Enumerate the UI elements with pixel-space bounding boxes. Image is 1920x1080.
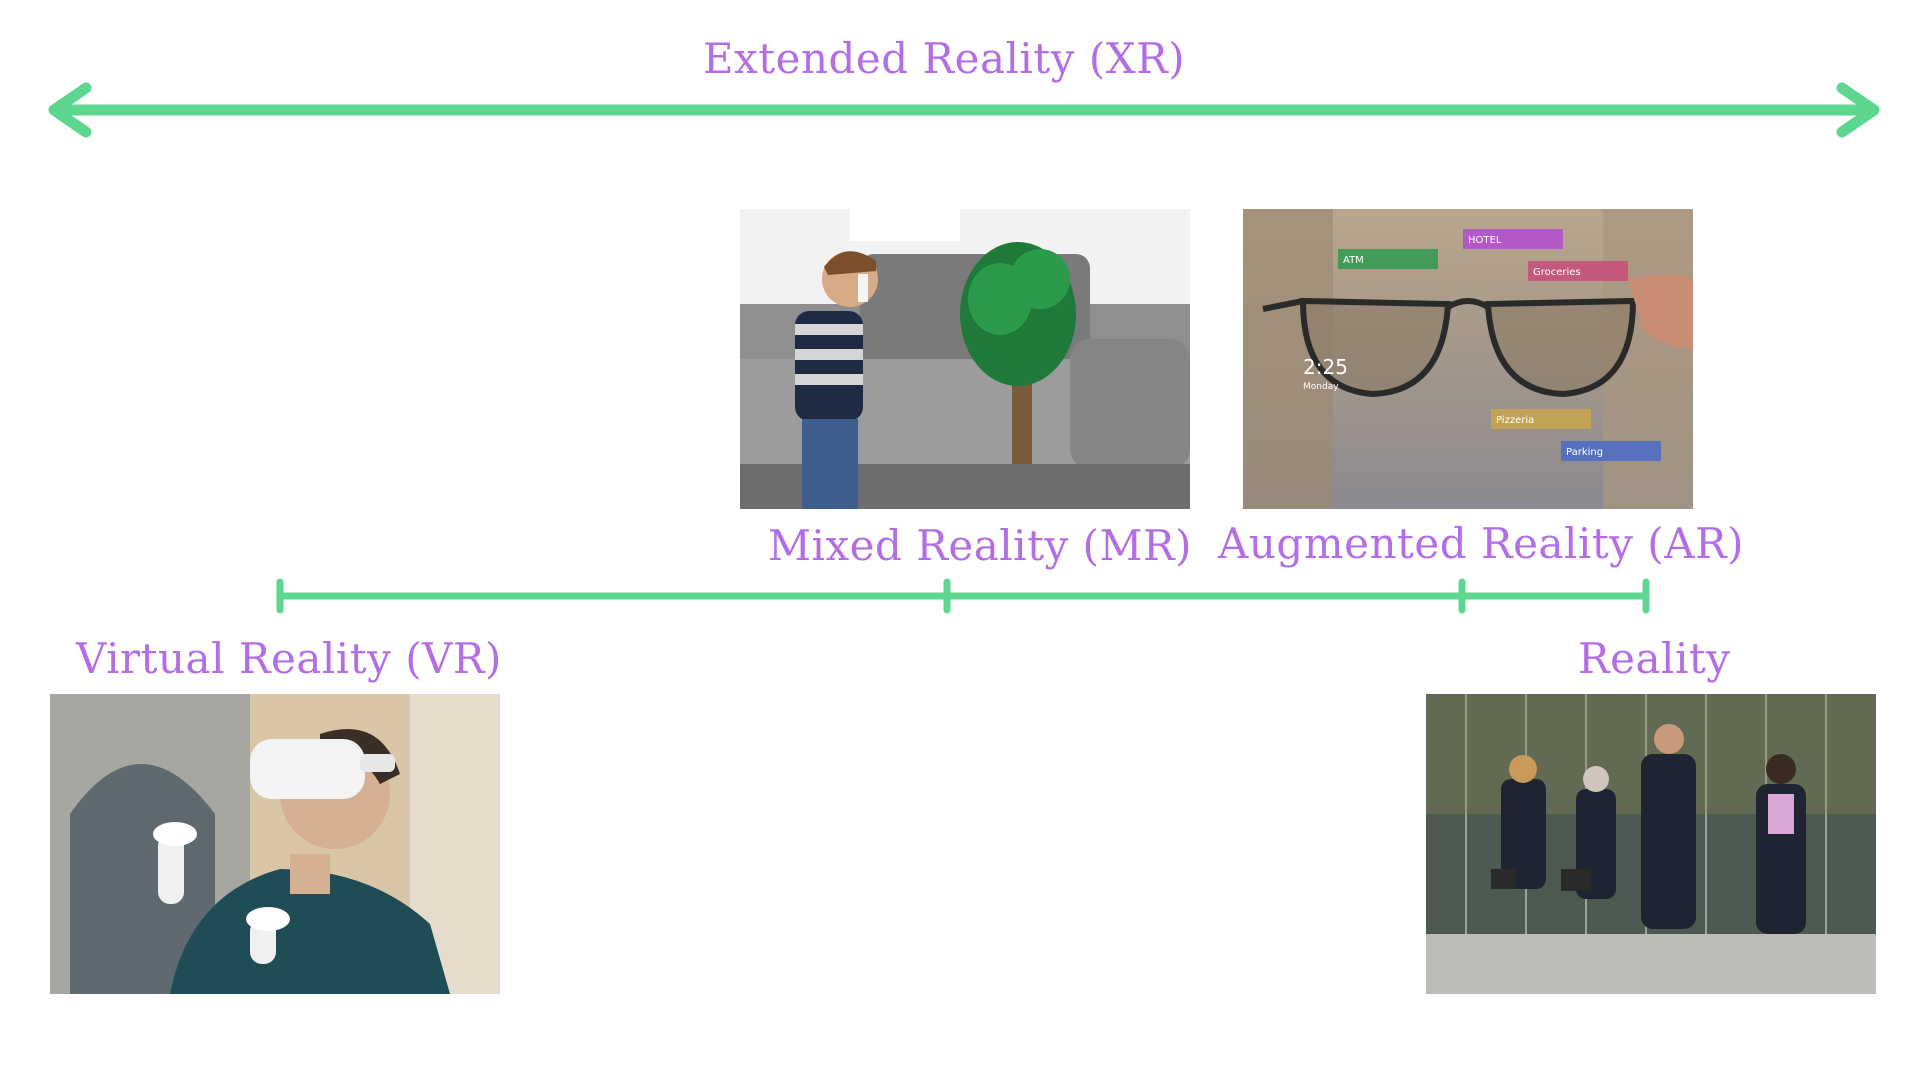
xr-double-arrow [48, 82, 1880, 138]
mixed-reality-label: Mixed Reality (MR) [768, 521, 1192, 570]
ar-tag-parking: Parking [1566, 447, 1603, 458]
ar-day: Monday [1303, 382, 1339, 392]
virtual-reality-photo [50, 694, 500, 994]
reality-label: Reality [1578, 634, 1731, 683]
reality-photo [1426, 694, 1876, 994]
augmented-reality-photo: ATM HOTEL Groceries Pizzeria Parking 2:2… [1243, 209, 1693, 509]
augmented-reality-label: Augmented Reality (AR) [1218, 519, 1745, 568]
virtual-reality-label: Virtual Reality (VR) [76, 634, 502, 683]
xr-arrow-right-head [1836, 82, 1880, 138]
ar-tag-atm: ATM [1343, 255, 1364, 266]
xr-title: Extended Reality (XR) [702, 34, 1186, 83]
mixed-reality-photo [740, 209, 1190, 509]
reality-continuum-line [276, 578, 1650, 614]
ar-tag-pizzeria: Pizzeria [1496, 415, 1534, 426]
xr-arrow-left-head [48, 82, 92, 138]
ar-time: 2:25 [1303, 355, 1348, 379]
ar-tag-hotel: HOTEL [1468, 235, 1502, 246]
ar-tag-groceries: Groceries [1533, 267, 1581, 278]
